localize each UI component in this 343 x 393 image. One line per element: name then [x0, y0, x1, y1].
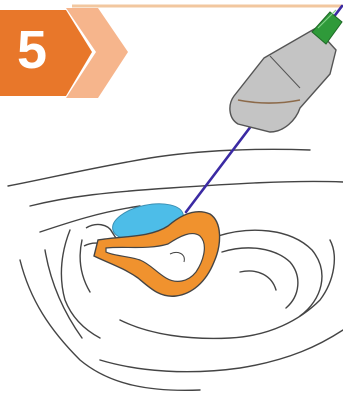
step-badge: 5: [0, 0, 100, 100]
ultrasound-probe-icon: [230, 28, 336, 132]
step-number: 5: [0, 22, 64, 78]
